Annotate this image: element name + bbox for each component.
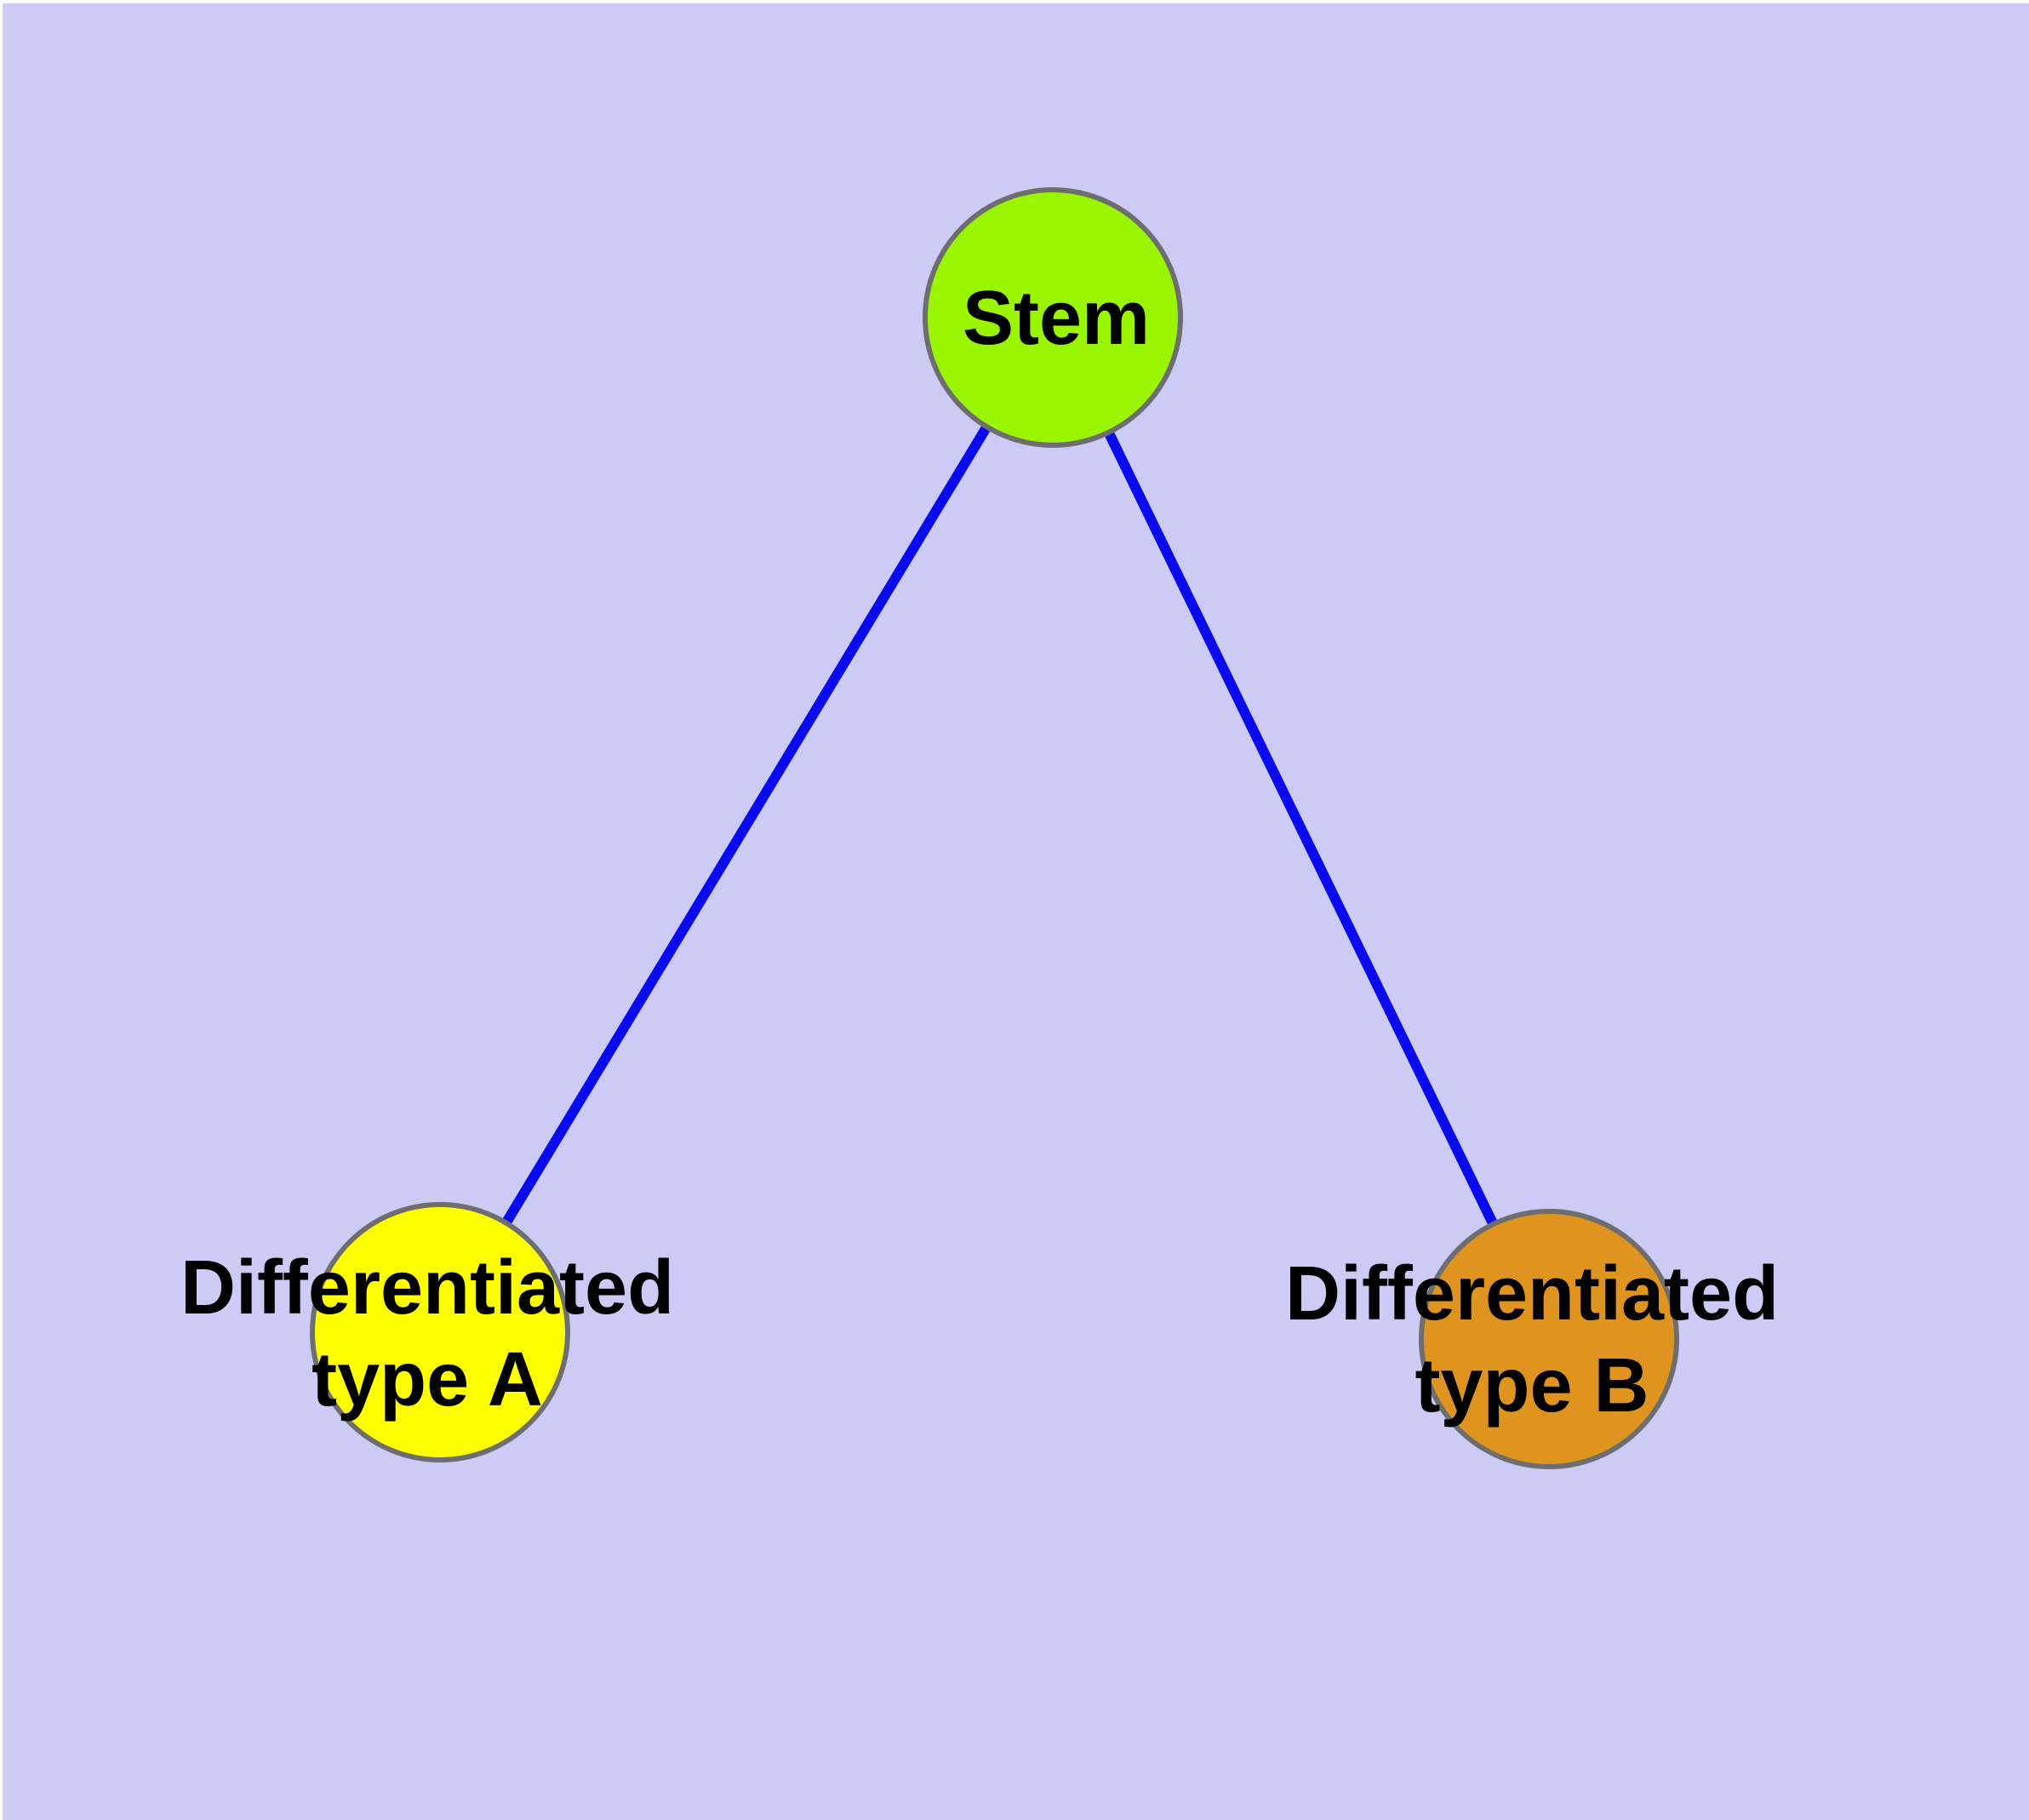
- node-label-stem: Stem: [962, 276, 1151, 361]
- node-label-differentiated-type-b: Differentiated type B: [1285, 1248, 1779, 1432]
- label-line-1: Differentiated: [180, 1245, 675, 1331]
- edge-stem-to-differentiated-type-a: [435, 314, 1058, 1336]
- node-differentiated-type-a: [310, 1202, 570, 1462]
- node-stem: [923, 187, 1183, 448]
- label-line-2: type B: [1415, 1343, 1649, 1428]
- node-differentiated-type-b: [1419, 1209, 1679, 1469]
- edge-stem-to-differentiated-type-b: [1048, 315, 1554, 1342]
- label-line-2: type A: [311, 1337, 543, 1422]
- node-label-differentiated-type-a: Differentiated type A: [180, 1242, 674, 1426]
- label-line-1: Differentiated: [1284, 1251, 1780, 1336]
